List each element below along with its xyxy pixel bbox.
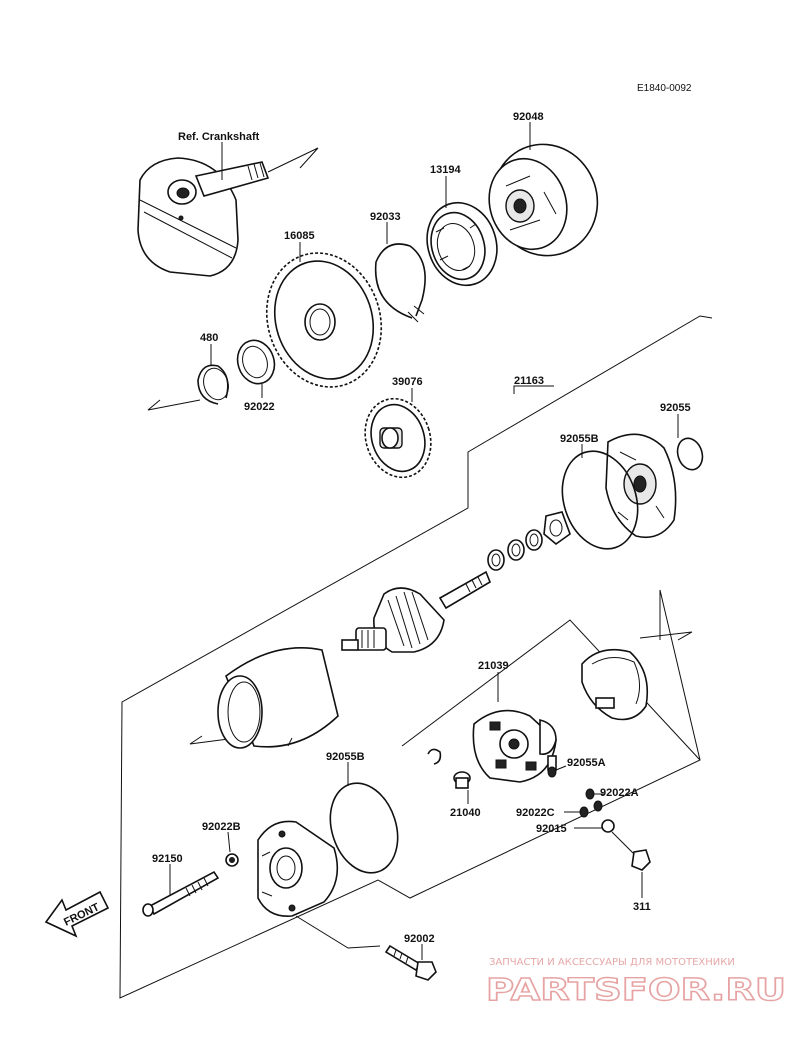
part-washer-a	[525, 529, 543, 551]
front-direction-arrow: FRONT	[44, 890, 110, 938]
part-92048-flywheel	[488, 143, 599, 257]
part-shaft-seal	[543, 511, 571, 546]
label-16085: 16085	[284, 230, 315, 242]
part-92022C-washer	[579, 806, 589, 818]
label-92022C: 92022C	[516, 807, 555, 819]
part-92055B-oring-bottom	[329, 782, 399, 874]
part-21040-terminal	[453, 771, 471, 789]
part-reduction-housing	[605, 433, 677, 539]
part-92022A-washer	[585, 788, 595, 800]
label-92022A: 92022A	[600, 787, 639, 799]
label-92022: 92022	[244, 401, 275, 413]
leader-92055A	[555, 765, 567, 771]
part-21039-brush-plate	[472, 709, 557, 783]
assembly-arrow-mid	[639, 631, 693, 641]
diagram-code: E1840-0092	[637, 83, 692, 94]
part-92015-nut	[601, 819, 615, 833]
part-39076-idler-gear	[364, 397, 432, 479]
crankshaft-part	[137, 157, 270, 277]
part-92022-washer	[236, 339, 276, 385]
part-washer-c	[487, 549, 505, 571]
part-480-ring	[197, 364, 229, 405]
part-16085-gear	[265, 252, 383, 388]
brush-group-boundary	[401, 619, 701, 761]
label-92022B: 92022B	[202, 821, 241, 833]
label-92048: 92048	[513, 111, 544, 123]
label-21040: 21040	[450, 807, 481, 819]
label-21039: 21039	[478, 660, 509, 672]
part-92002-bolt	[384, 944, 437, 981]
part-washer-b	[507, 539, 525, 561]
part-brush-clip	[427, 748, 442, 765]
label-92055B-bottom: 92055B	[326, 751, 365, 763]
part-92055-oring	[676, 437, 704, 471]
label-92055: 92055	[660, 402, 691, 414]
part-13194-clutch	[426, 201, 498, 287]
label-92033: 92033	[370, 211, 401, 223]
label-311: 311	[633, 901, 651, 913]
part-92055B-oring-top	[561, 450, 639, 550]
watermark-logo: PARTSFOR.RU	[486, 973, 786, 1008]
assembly-arrow-top	[267, 147, 319, 173]
label-92002: 92002	[404, 933, 435, 945]
label-crankshaft: Ref. Crankshaft	[178, 131, 260, 143]
label-92055B-top: 92055B	[560, 433, 599, 445]
assembly-arrow-left	[147, 399, 201, 411]
part-end-cover	[257, 820, 339, 917]
part-92055A-oring	[547, 766, 557, 778]
label-21163: 21163	[514, 375, 544, 387]
label-92015: 92015	[536, 823, 567, 835]
label-92055A: 92055A	[567, 757, 606, 769]
assembly-boundary	[119, 315, 713, 999]
part-brush-cover	[581, 648, 649, 721]
part-motor-yoke	[217, 647, 339, 749]
leader-92022B	[227, 831, 231, 853]
watermark-tagline: ЗАПЧАСТИ И АКСЕССУАРЫ ДЛЯ МОТОТЕХНИКИ	[489, 957, 735, 968]
part-armature	[341, 570, 491, 653]
leader-21163	[513, 385, 554, 394]
label-39076: 39076	[392, 376, 423, 388]
leader-92002-path	[295, 915, 381, 949]
assembly-arrow-lower	[189, 735, 237, 745]
label-13194: 13194	[430, 164, 461, 176]
leader-311-path	[611, 831, 637, 857]
label-480: 480	[200, 332, 218, 344]
label-92150: 92150	[152, 853, 183, 865]
part-92150-bolt	[142, 870, 220, 917]
part-92033-circlip	[374, 243, 426, 323]
part-311-nut	[631, 849, 651, 871]
